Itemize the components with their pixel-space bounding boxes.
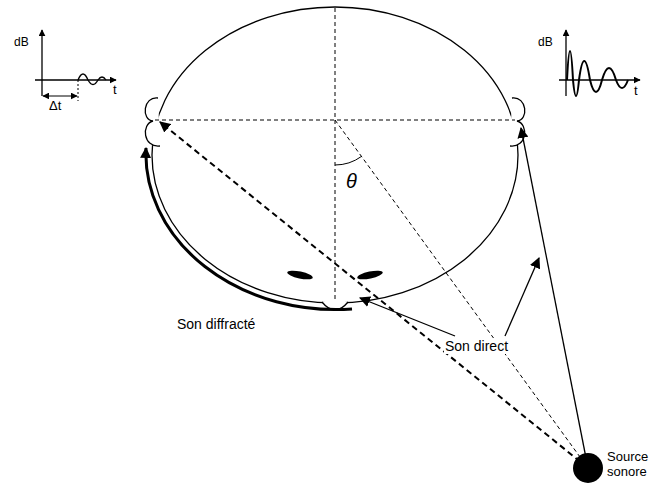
pointer-line bbox=[360, 298, 455, 336]
axis-label: t bbox=[633, 84, 639, 99]
median-axis bbox=[335, 8, 336, 300]
axis-label: t bbox=[112, 83, 118, 98]
sound-source bbox=[573, 453, 603, 483]
angle-arc bbox=[335, 156, 362, 165]
direct-path-near-ear bbox=[521, 128, 588, 468]
plot-axis bbox=[35, 79, 116, 80]
direct-sound-label: Son direct bbox=[444, 338, 509, 354]
axis-label: dB bbox=[537, 36, 554, 50]
plot-axis bbox=[41, 30, 42, 96]
direct-path-far-ear bbox=[160, 122, 588, 468]
axis-label: dB bbox=[13, 36, 30, 50]
eye bbox=[287, 269, 314, 281]
diffracted-sound-label: Son diffracté bbox=[176, 316, 256, 332]
delay-label: Δt bbox=[48, 99, 62, 114]
eye bbox=[357, 269, 384, 281]
source-direction bbox=[335, 120, 588, 468]
plot-axis bbox=[565, 30, 566, 96]
delay-marker bbox=[78, 80, 79, 101]
pointer-line bbox=[505, 258, 539, 336]
delay-arrow bbox=[43, 96, 77, 97]
left-ear bbox=[145, 98, 160, 146]
diffracted-path bbox=[146, 148, 352, 310]
waveform bbox=[78, 74, 106, 85]
waveform bbox=[567, 51, 628, 96]
head-outline bbox=[152, 7, 518, 303]
source-label: Source sonore bbox=[606, 450, 649, 480]
angle-label: θ bbox=[345, 170, 358, 193]
